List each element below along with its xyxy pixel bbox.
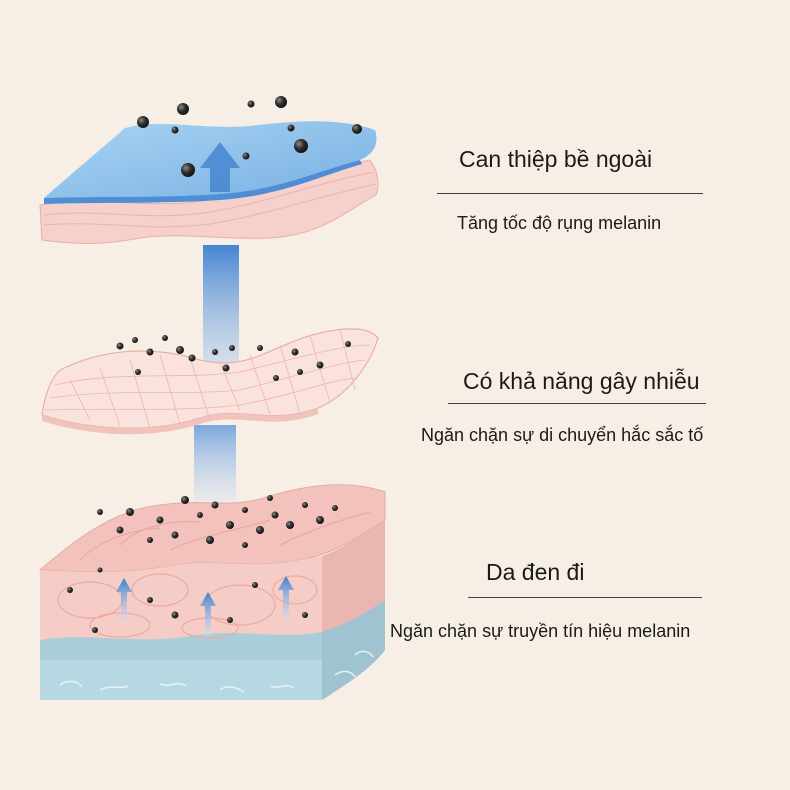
up-arrow-icon <box>116 576 294 636</box>
surface-membrane-layer <box>39 96 379 244</box>
layer-2-title: Có khả năng gây nhiễu <box>463 368 700 394</box>
layer-3-divider <box>468 597 702 598</box>
skin-block-layer <box>38 484 386 700</box>
layer-1-description: Tăng tốc độ rụng melanin <box>457 213 662 233</box>
melanin-particles <box>67 495 338 633</box>
layer-3-title: Da đen đi <box>486 559 585 585</box>
up-arrow-icon <box>200 142 240 192</box>
layer-2-divider <box>448 403 706 404</box>
layer-1-title: Can thiệp bề ngoài <box>459 146 653 172</box>
layer-1-divider <box>437 193 703 194</box>
mesh-interference-layer <box>41 328 379 435</box>
layer-2-description: Ngăn chặn sự di chuyển hắc sắc tố <box>421 425 704 445</box>
layer-3-description: Ngăn chặn sự truyền tín hiệu melanin <box>390 621 691 641</box>
